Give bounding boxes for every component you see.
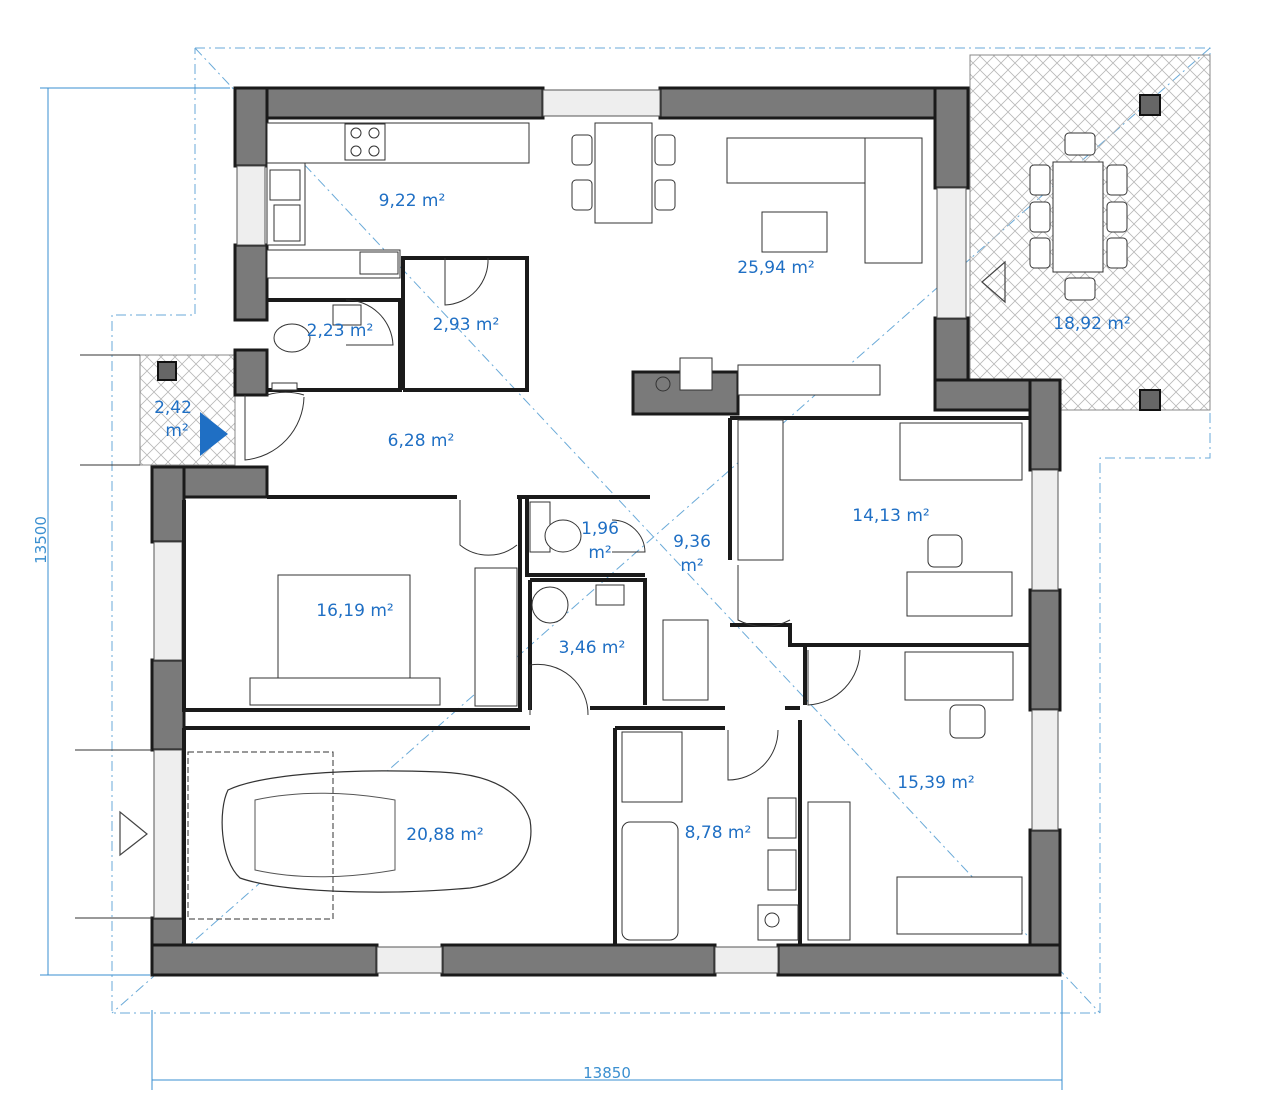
kitchen-furniture	[266, 122, 530, 279]
outer-walls	[150, 86, 1062, 977]
living-furniture	[571, 122, 923, 396]
terrace	[969, 54, 1211, 411]
area-corridor-unit: m²	[680, 556, 703, 576]
garage-door-marker	[75, 749, 152, 919]
area-bedroom-1: 14,13 m²	[852, 506, 929, 526]
dimension-lines	[40, 87, 1063, 1090]
dimension-height: 13500	[32, 516, 50, 564]
area-kitchen: 9,22 m²	[379, 191, 446, 211]
area-living: 25,94 m²	[737, 258, 814, 278]
area-terrace: 18,92 m²	[1053, 314, 1130, 334]
area-labels: 9,22 m² 25,94 m² 18,92 m² 2,23 m² 2,93 m…	[154, 191, 1131, 845]
interior-walls	[182, 256, 1030, 945]
bedroom-2-furniture	[249, 567, 518, 707]
area-wc-value: 1,96	[581, 519, 619, 539]
area-garage: 20,88 m²	[406, 825, 483, 845]
dimension-width: 13850	[583, 1064, 631, 1082]
doors	[244, 257, 861, 781]
area-bedroom-2: 16,19 m²	[316, 601, 393, 621]
area-bath-small: 2,23 m²	[307, 321, 374, 341]
area-bedroom-3: 15,39 m²	[897, 773, 974, 793]
area-corridor-value: 9,36	[673, 532, 711, 552]
area-pantry: 2,93 m²	[433, 315, 500, 335]
bedroom-3-furniture	[807, 651, 1023, 941]
small-bath-fixtures	[271, 304, 362, 391]
area-wc-unit: m²	[588, 543, 611, 563]
bathroom-fixtures	[621, 731, 799, 941]
wc-utility-fixtures	[529, 501, 709, 701]
entrance-arrow-icon	[200, 412, 228, 456]
car-icon	[187, 751, 532, 920]
area-entrance-unit: m²	[165, 421, 188, 441]
bedroom-1-furniture	[737, 419, 1023, 617]
area-entrance-value: 2,42	[154, 398, 192, 418]
area-hall: 6,28 m²	[388, 431, 455, 451]
entrance-porch	[80, 354, 236, 466]
area-utility: 3,46 m²	[559, 638, 626, 658]
area-bathroom: 8,78 m²	[685, 823, 752, 843]
